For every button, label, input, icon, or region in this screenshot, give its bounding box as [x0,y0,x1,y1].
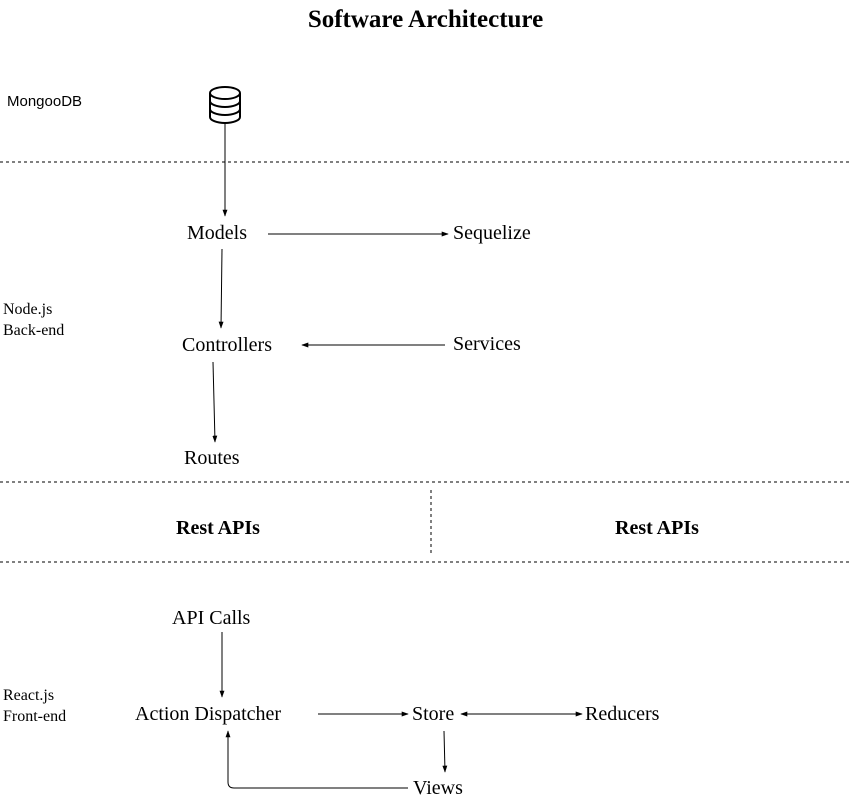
node-store: Store [412,703,455,725]
node-routes: Routes [184,447,240,469]
node-api-calls: API Calls [172,607,251,629]
layer-label-database: MongooDB [7,93,83,110]
database-icon [209,86,241,124]
node-sequelize: Sequelize [453,222,531,244]
node-views: Views [413,777,463,799]
edge-models-controllers [218,248,224,329]
layer-label-backend-line2: Back-end [3,322,65,339]
edge-views-dispatcher [225,730,408,789]
node-services: Services [453,333,521,355]
node-action-dispatcher: Action Dispatcher [135,703,282,725]
layer-label-frontend-line1: React.js [3,687,55,704]
api-label-right: Rest APIs [615,517,699,539]
node-controllers: Controllers [182,334,272,356]
diagram-title: Software Architecture [307,6,544,33]
layer-label-frontend-line2: Front-end [3,708,67,725]
api-label-left: Rest APIs [176,517,260,539]
node-reducers: Reducers [585,703,660,725]
layer-label-backend-line1: Node.js [3,301,53,318]
edge-controllers-routes [212,361,218,443]
edge-store-views [442,730,448,773]
node-models: Models [187,222,247,244]
